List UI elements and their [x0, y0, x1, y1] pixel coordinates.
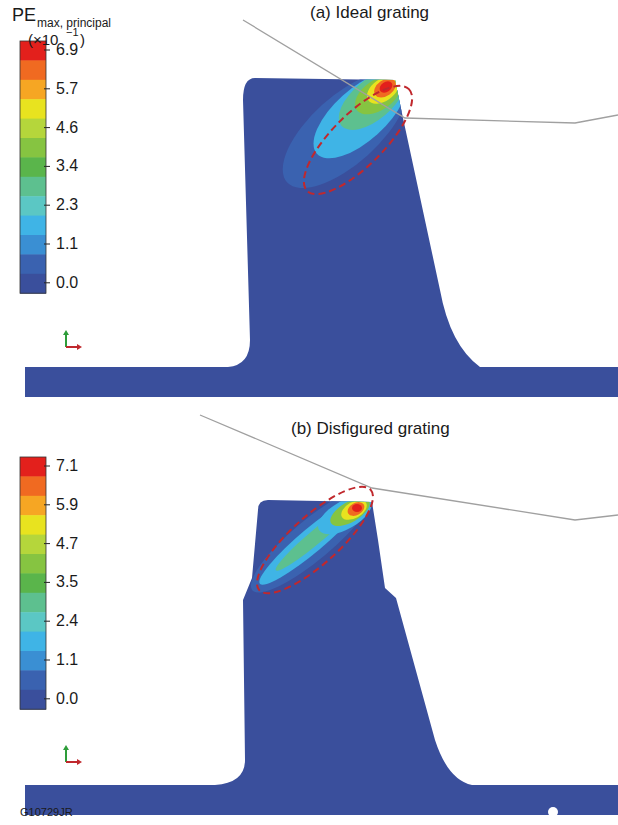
highlight-ellipse: [289, 71, 428, 210]
tick: [44, 127, 50, 128]
color-bar-segment: [20, 593, 46, 613]
unit: (×10: [28, 32, 58, 47]
tick-value: 4.6: [56, 120, 78, 136]
color-bar-segment: [20, 670, 46, 690]
color-bar-segment: [20, 535, 46, 555]
tick-value: 1.1: [56, 652, 78, 668]
color-bar-segment: [20, 457, 46, 477]
color-bar-frame: [20, 457, 46, 709]
tick: [44, 504, 50, 505]
axis-title: PE: [12, 6, 36, 24]
color-bar-segment: [20, 573, 46, 593]
tick-value: 2.3: [56, 197, 78, 213]
color-bar-segment: [20, 99, 46, 119]
panel-title: (a) Ideal grating: [310, 4, 429, 21]
tick: [44, 621, 50, 622]
color-bar-segment: [20, 80, 46, 100]
color-bar-segment: [20, 196, 46, 216]
tick-value: 4.7: [56, 536, 78, 552]
panel-title: (b) Disfigured grating: [291, 420, 450, 437]
axis-triad: [63, 745, 82, 765]
tick: [44, 50, 50, 51]
color-bar-segment: [20, 554, 46, 574]
color-bar-segment: [20, 612, 46, 632]
color-bar-segment: [20, 138, 46, 158]
tick-value: 3.5: [56, 574, 78, 590]
color-bar-segment: [20, 254, 46, 274]
hole: [548, 807, 558, 817]
color-bar-segment: [20, 690, 46, 710]
strain-contour: [239, 475, 384, 606]
tick: [44, 244, 50, 245]
tick: [44, 660, 50, 661]
tick-value: 2.4: [56, 613, 78, 629]
highlight-ellipse: [243, 472, 387, 608]
tick: [44, 543, 50, 544]
color-bar-segment: [20, 235, 46, 255]
unit-exponent: −1: [66, 27, 79, 38]
tick: [44, 698, 50, 699]
figure-id: G10729JR: [20, 807, 73, 818]
axis-triad: [63, 330, 82, 350]
color-bar-segment: [20, 60, 46, 80]
tick: [44, 166, 50, 167]
tick-value: 0.0: [56, 275, 78, 291]
tick-value: 5.9: [56, 497, 78, 513]
color-bar-segment: [20, 515, 46, 535]
tick: [44, 466, 50, 467]
tick-value: 1.1: [56, 236, 78, 252]
color-bar-segment: [20, 632, 46, 652]
color-bar-segment: [20, 496, 46, 516]
tick-value: 3.4: [56, 158, 78, 174]
color-bar-segment: [20, 274, 46, 294]
tick-value: 7.1: [56, 458, 78, 474]
color-bar-segment: [20, 119, 46, 139]
color-bar: [20, 457, 50, 710]
tool-profile: [243, 20, 618, 123]
tick-value: 0.0: [56, 691, 78, 707]
color-bar-segment: [20, 651, 46, 671]
unit: ): [80, 32, 85, 47]
tool-profile: [200, 415, 618, 520]
color-bar-segment: [20, 157, 46, 177]
color-bar-frame: [20, 41, 46, 293]
tick: [44, 205, 50, 206]
tick: [44, 88, 50, 89]
color-bar-segment: [20, 476, 46, 496]
tick: [44, 282, 50, 283]
tick-value: 6.9: [56, 42, 78, 58]
color-bar-segment: [20, 177, 46, 197]
color-bar: [20, 41, 50, 294]
tick: [44, 582, 50, 583]
color-bar-segment: [20, 216, 46, 236]
tick-value: 5.7: [56, 81, 78, 97]
